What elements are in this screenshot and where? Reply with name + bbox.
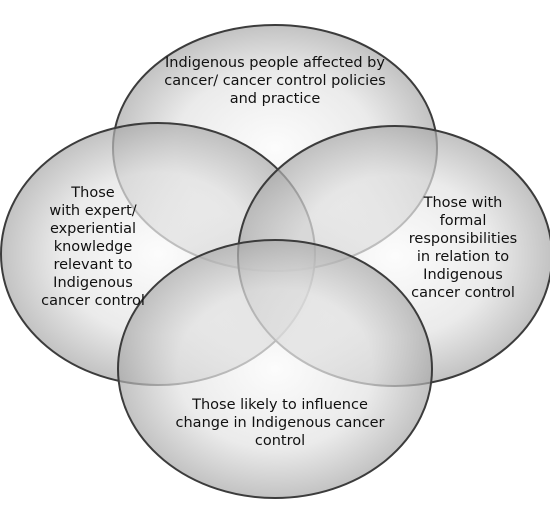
label-left-circle: Those with expert/ experiential knowledg… bbox=[41, 185, 145, 309]
label-bottom-circle: Those likely to influence change in Indi… bbox=[175, 397, 385, 449]
label-right-circle: Those with formal responsibilities in re… bbox=[408, 195, 518, 301]
circle-bottom bbox=[117, 239, 433, 499]
label-top-circle: Indigenous people affected by cancer/ ca… bbox=[164, 55, 386, 107]
venn-circles bbox=[0, 24, 550, 499]
